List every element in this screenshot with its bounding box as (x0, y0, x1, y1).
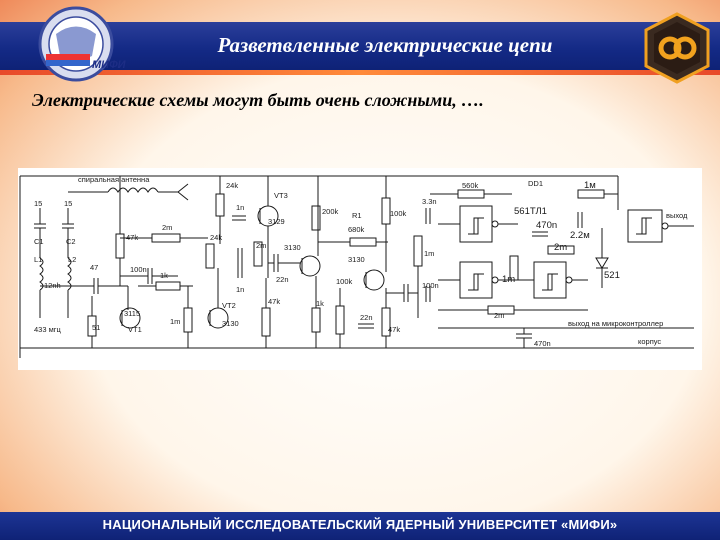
svg-text:47: 47 (90, 263, 98, 272)
svg-text:1n: 1n (236, 285, 244, 294)
svg-text:3129: 3129 (268, 217, 285, 226)
svg-text:1k: 1k (316, 299, 324, 308)
svg-text:15: 15 (34, 199, 42, 208)
svg-text:22n: 22n (276, 275, 289, 284)
svg-text:3130: 3130 (222, 319, 239, 328)
svg-text:3115: 3115 (124, 309, 140, 318)
svg-text:2m: 2m (162, 223, 172, 232)
svg-text:1m: 1m (424, 249, 434, 258)
svg-text:100k: 100k (336, 277, 353, 286)
svg-text:1m: 1m (170, 317, 180, 326)
svg-text:1m: 1m (502, 274, 515, 285)
svg-text:24k: 24k (210, 233, 222, 242)
svg-text:100n: 100n (130, 265, 147, 274)
svg-text:2m: 2m (256, 241, 266, 250)
slide-title: Разветвленные электрические цепи (217, 33, 553, 57)
svg-text:МИФИ: МИФИ (92, 59, 127, 71)
svg-text:DD1: DD1 (528, 179, 543, 188)
svg-text:3.3n: 3.3n (422, 197, 437, 206)
svg-text:47k: 47k (268, 297, 280, 306)
svg-text:3130: 3130 (348, 255, 365, 264)
footer-university-name: НАЦИОНАЛЬНЫЙ ИССЛЕДОВАТЕЛЬСКИЙ ЯДЕРНЫЙ У… (102, 517, 618, 532)
svg-text:47k: 47k (388, 325, 400, 334)
svg-text:2m: 2m (554, 242, 567, 253)
svg-text:2m: 2m (494, 311, 504, 320)
svg-text:C1: C1 (34, 237, 44, 246)
svg-text:3130: 3130 (284, 243, 301, 252)
atom-cube-logo (644, 12, 710, 84)
svg-text:15: 15 (64, 199, 72, 208)
svg-text:680k: 680k (348, 225, 365, 234)
svg-text:VT2: VT2 (222, 301, 236, 310)
svg-text:VT3: VT3 (274, 191, 288, 200)
svg-text:1n: 1n (236, 203, 244, 212)
svg-text:24k: 24k (226, 181, 238, 190)
svg-text:L1: L1 (34, 255, 42, 264)
svg-text:100n: 100n (422, 281, 439, 290)
svg-text:L2: L2 (68, 255, 76, 264)
svg-text:VT1: VT1 (128, 325, 142, 334)
svg-text:выход: выход (666, 211, 688, 220)
svg-text:47k: 47k (126, 233, 138, 242)
svg-text:12nh: 12nh (44, 281, 61, 290)
slide-subtitle: Электрические схемы могут быть очень сло… (32, 90, 484, 110)
svg-text:470n: 470n (536, 220, 557, 231)
header-accent-stripe (0, 70, 720, 75)
svg-text:C2: C2 (66, 237, 76, 246)
svg-text:433 мгц: 433 мгц (34, 325, 61, 334)
svg-text:выход на микроконтроллер: выход на микроконтроллер (568, 319, 663, 328)
svg-text:51: 51 (92, 323, 100, 332)
svg-text:470n: 470n (534, 339, 551, 348)
svg-text:R1: R1 (352, 211, 362, 220)
svg-text:560k: 560k (462, 181, 479, 190)
svg-text:521: 521 (604, 270, 620, 281)
svg-text:1k: 1k (160, 271, 168, 280)
svg-text:спиральная антенна: спиральная антенна (78, 175, 150, 184)
svg-text:1м: 1м (584, 180, 596, 191)
footer-bar (0, 512, 720, 540)
circuit-schematic: спиральная антенна 15 15 C1 C2 L1 L2 12n… (18, 168, 702, 370)
svg-text:561ТЛ1: 561ТЛ1 (514, 206, 547, 217)
header-bar (0, 22, 720, 70)
svg-text:2.2м: 2.2м (570, 230, 590, 241)
svg-text:корпус: корпус (638, 337, 661, 346)
svg-text:100k: 100k (390, 209, 407, 218)
svg-text:22n: 22n (360, 313, 373, 322)
mifi-emblem-logo: МИФИ (38, 6, 127, 82)
svg-text:200k: 200k (322, 207, 339, 216)
